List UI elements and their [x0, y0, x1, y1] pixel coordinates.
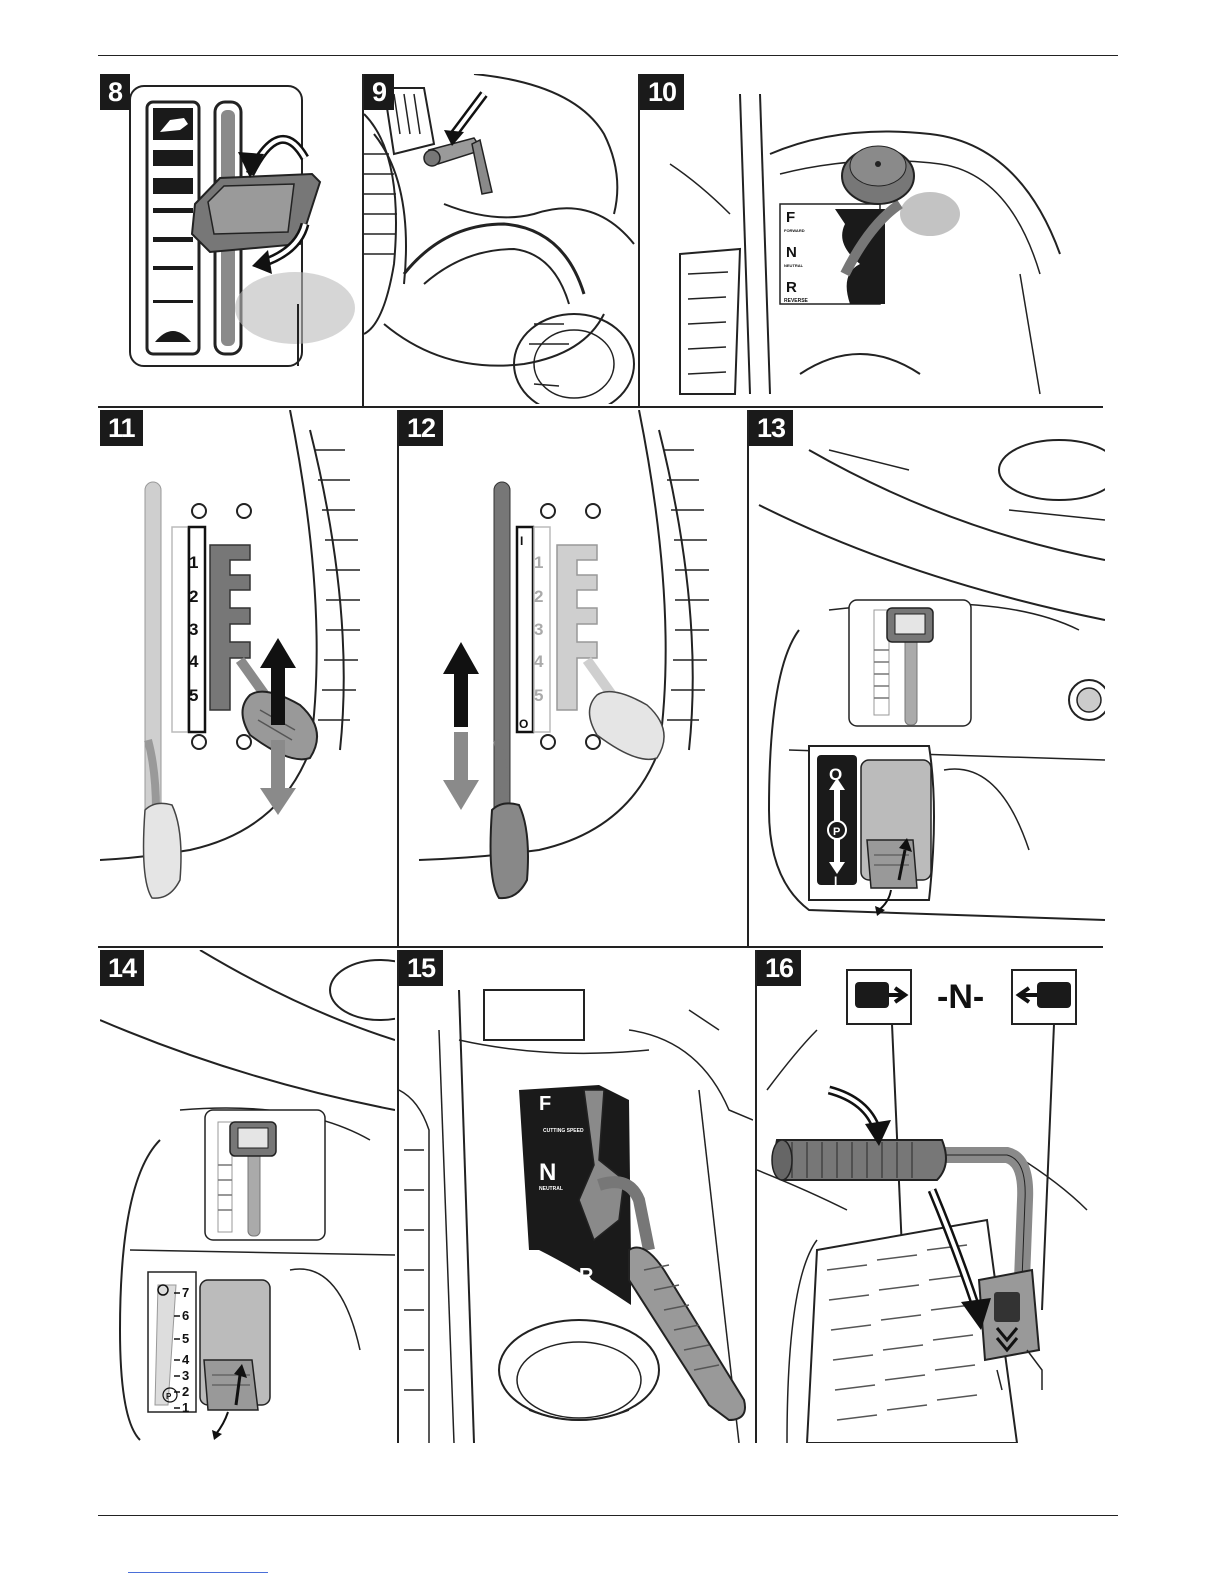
svg-text:3: 3: [534, 620, 543, 639]
svg-text:FORWARD: FORWARD: [784, 228, 805, 233]
forward-tractor-icon: [855, 982, 889, 1008]
svg-text:1: 1: [534, 553, 543, 572]
svg-text:O: O: [519, 717, 528, 731]
svg-text:I: I: [520, 534, 523, 548]
pedal-illustration: -N-: [757, 950, 1105, 1443]
panel-number: 16: [757, 950, 801, 986]
panel-number: 15: [399, 950, 443, 986]
throttle-illustration: [100, 74, 360, 404]
svg-text:N: N: [539, 1159, 556, 1186]
footnote-link-line: [128, 1572, 268, 1573]
gear-n-label: N: [786, 244, 797, 261]
neutral-label: -N-: [937, 978, 984, 1016]
bottom-rule: [98, 1515, 1118, 1516]
svg-text:NEUTRAL: NEUTRAL: [784, 263, 804, 268]
svg-text:7: 7: [182, 1285, 189, 1300]
svg-text:P: P: [166, 1392, 172, 1401]
transmission-lever-illustration: F CUTTING SPEED N NEUTRAL R: [399, 950, 753, 1443]
svg-text:2: 2: [182, 1384, 189, 1399]
svg-text:3: 3: [189, 620, 198, 639]
svg-text:REVERSE: REVERSE: [784, 298, 809, 304]
choke-illustration: [364, 74, 636, 404]
speed-lever-up-illustration: 1 2 3 4 5: [100, 410, 395, 945]
svg-text:2: 2: [189, 587, 198, 606]
svg-text:F: F: [539, 1093, 551, 1115]
panel-number: 11: [100, 410, 143, 446]
panel-number: 12: [399, 410, 443, 446]
panel-13: 13 O P I: [749, 410, 1105, 945]
svg-text:I: I: [834, 874, 837, 888]
panel-number: 14: [100, 950, 144, 986]
svg-text:4: 4: [534, 652, 544, 671]
speed-lever-down-illustration: I O 1 2 3 4 5: [399, 410, 745, 945]
panel-10: 10 F FORWARD N NEUTRAL R REVERSE: [640, 74, 1105, 404]
panel-number: 9: [364, 74, 394, 110]
svg-text:P: P: [833, 826, 840, 838]
svg-text:4: 4: [182, 1352, 190, 1367]
panel-8: 8: [100, 74, 360, 404]
cutting-height-illustration: 7 6 5 4 3 2 1 P: [100, 950, 395, 1443]
svg-text:R: R: [579, 1265, 594, 1287]
panel-number: 10: [640, 74, 684, 110]
panel-number: 13: [749, 410, 793, 446]
parking-brake-illustration: O P I: [749, 410, 1105, 945]
svg-text:6: 6: [182, 1308, 189, 1323]
panel-16: 16 -N-: [757, 950, 1105, 1443]
svg-text:3: 3: [182, 1368, 189, 1383]
svg-text:4: 4: [189, 652, 199, 671]
svg-text:5: 5: [189, 686, 198, 705]
svg-text:CUTTING SPEED: CUTTING SPEED: [543, 1128, 584, 1134]
svg-text:1: 1: [189, 553, 198, 572]
svg-text:1: 1: [182, 1400, 189, 1415]
gear-f-label: F: [786, 209, 795, 226]
panel-11: 11 1 2 3 4 5: [100, 410, 395, 945]
row-divider-2: [98, 946, 1103, 948]
panel-12: 12 I O 1 2 3 4 5: [399, 410, 745, 945]
svg-text:2: 2: [534, 587, 543, 606]
svg-text:NEUTRAL: NEUTRAL: [539, 1186, 563, 1192]
panel-9: 9: [364, 74, 636, 404]
panel-number: 8: [100, 74, 130, 110]
svg-text:5: 5: [534, 686, 543, 705]
top-rule: [98, 55, 1118, 56]
svg-text:5: 5: [182, 1331, 189, 1346]
row-divider-1: [98, 406, 1103, 408]
gear-lever-illustration: F FORWARD N NEUTRAL R REVERSE: [640, 74, 1105, 404]
panel-14: 14 7 6 5 4 3 2 1 P: [100, 950, 395, 1443]
panel-15: 15 F CUTTING SPEED N NEUTRAL R: [399, 950, 753, 1443]
gear-r-label: R: [786, 279, 797, 296]
reverse-tractor-icon: [1037, 982, 1071, 1008]
